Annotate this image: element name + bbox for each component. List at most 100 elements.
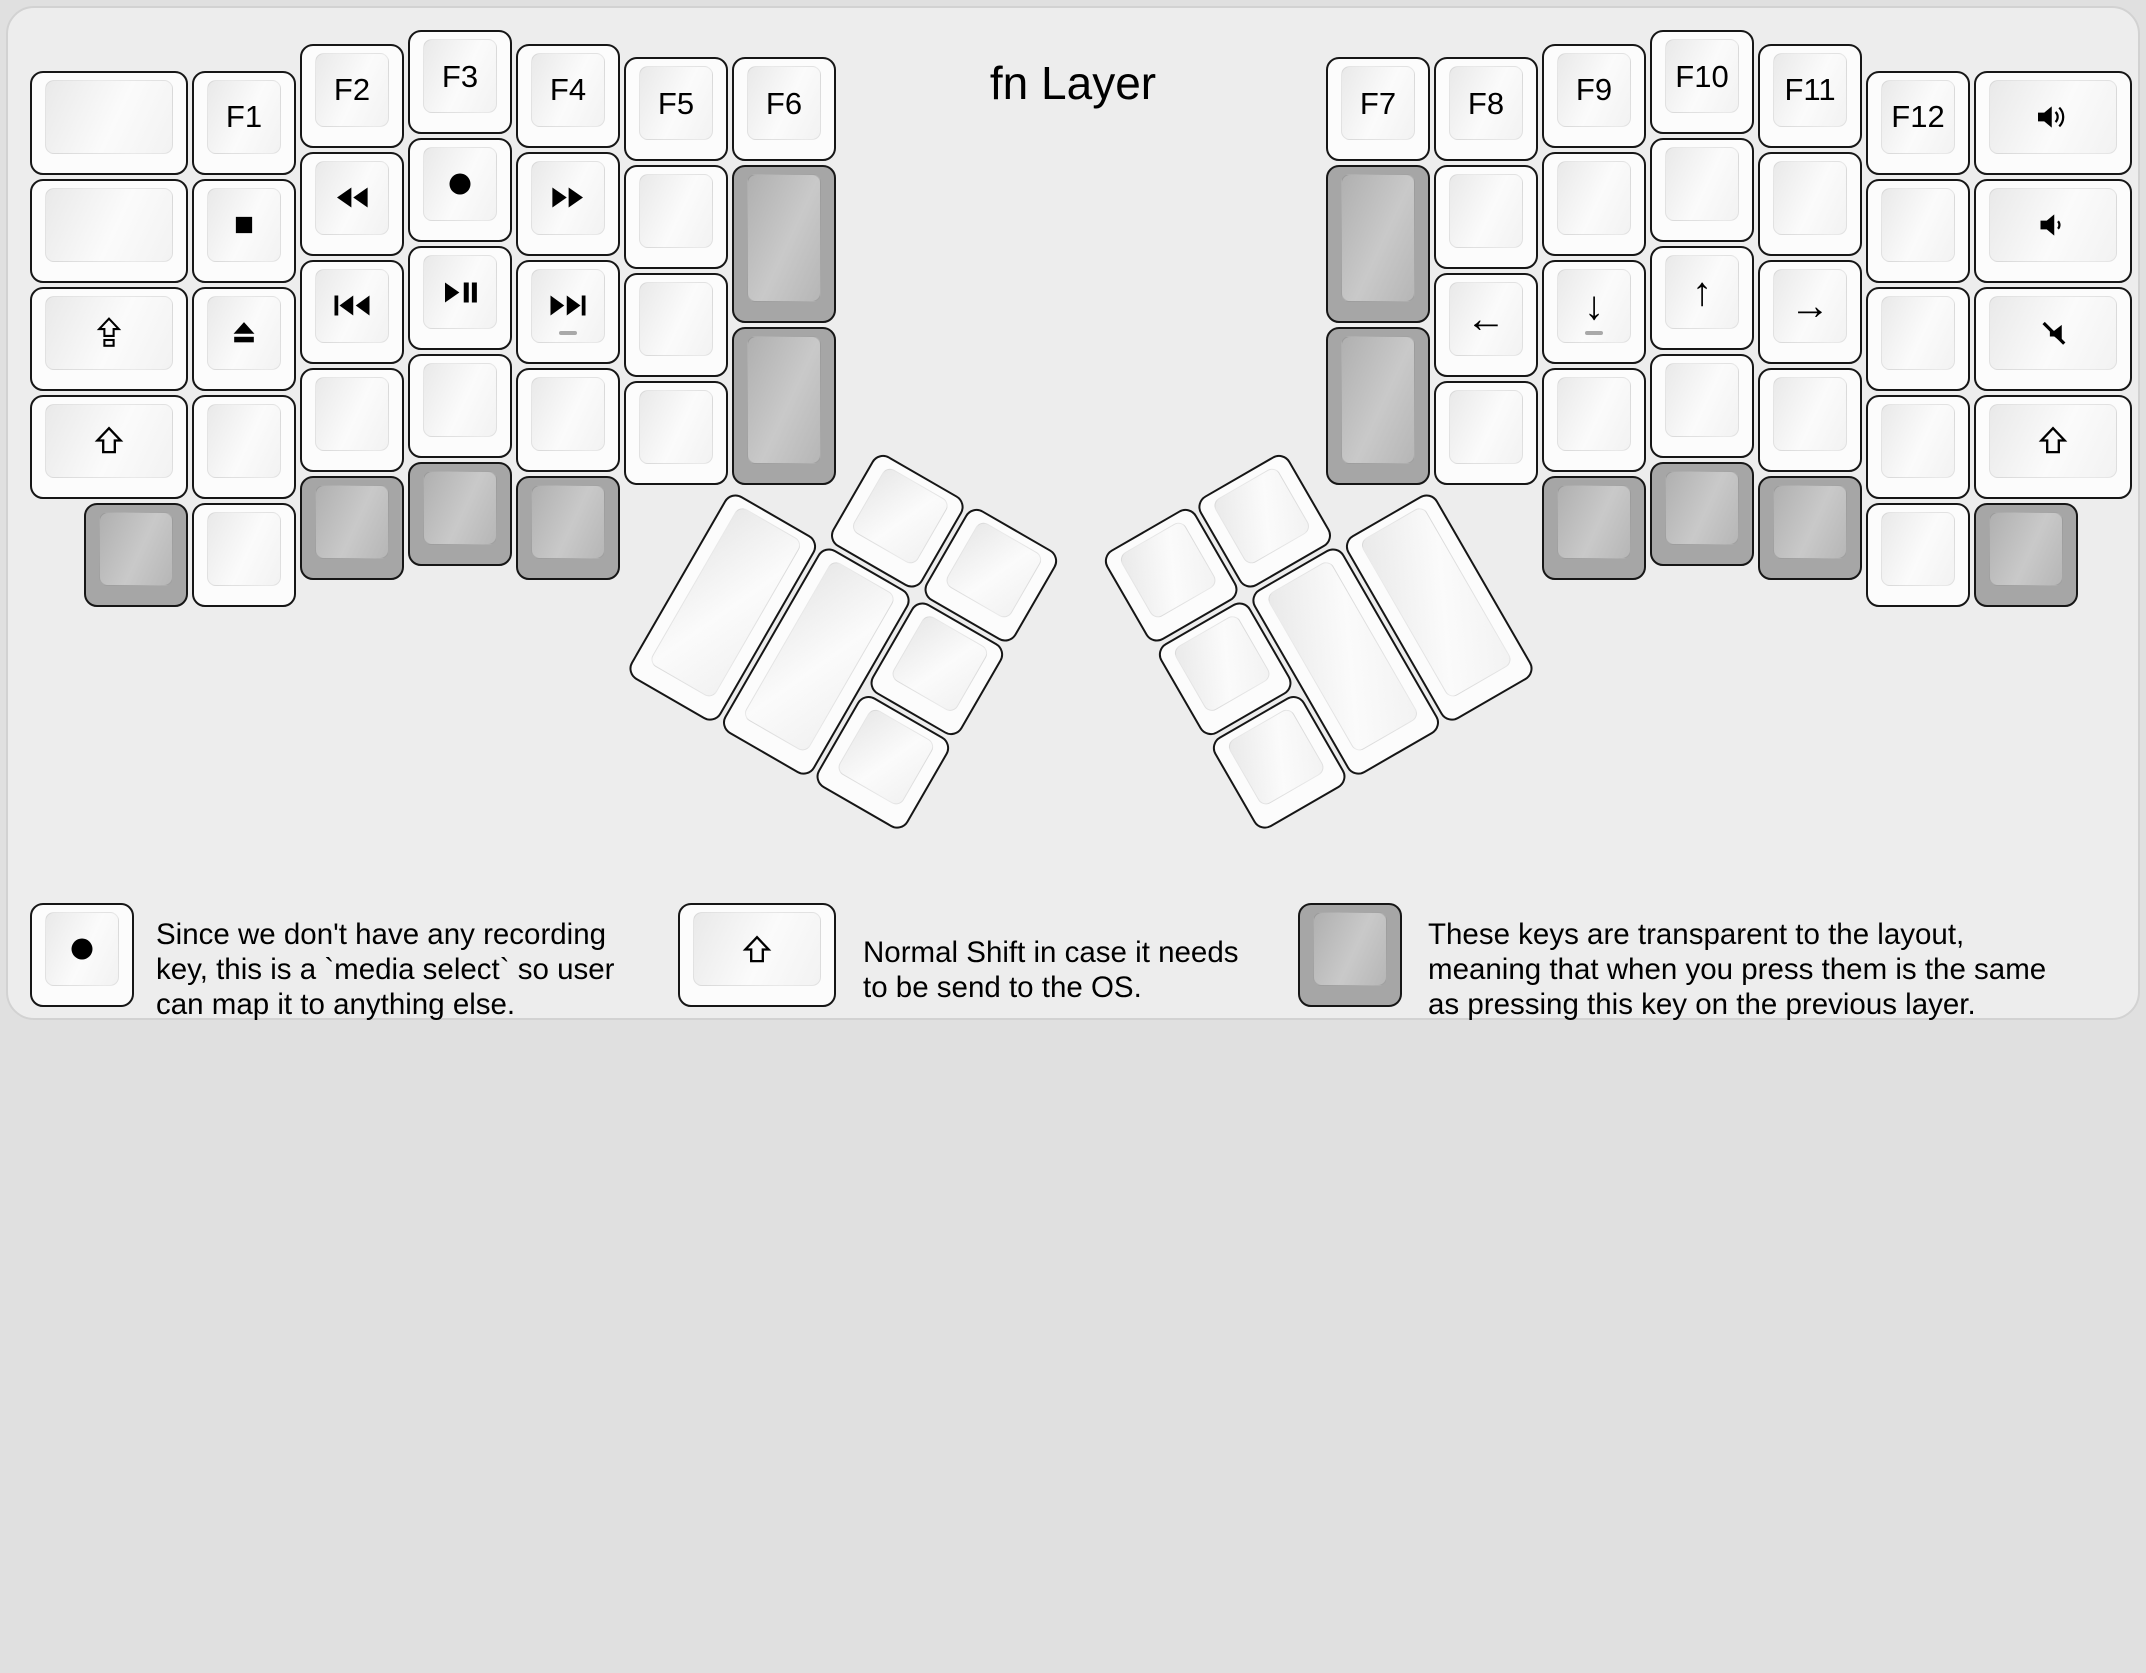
f10-key[interactable]: F10 (1648, 28, 1756, 136)
f7-key[interactable]: F7 (1324, 55, 1432, 163)
blank-key[interactable] (298, 366, 406, 474)
record-icon (449, 173, 471, 195)
transparent-key[interactable] (1324, 163, 1432, 325)
volume-up-key[interactable] (1972, 69, 2134, 177)
blank-key[interactable] (622, 379, 730, 487)
f9-key[interactable]: F9 (1540, 42, 1648, 150)
key-label: F9 (1575, 72, 1613, 107)
shift-key-sample (676, 901, 838, 1009)
key-label: F2 (333, 72, 371, 107)
shift-key[interactable] (28, 393, 190, 501)
play-pause-key[interactable] (406, 244, 514, 352)
transparent-key[interactable] (298, 474, 406, 582)
eject-key[interactable] (190, 285, 298, 393)
transparent-key[interactable] (1540, 474, 1648, 582)
mute-icon (2042, 321, 2066, 345)
blank-key[interactable] (622, 271, 730, 379)
key-label: → (1790, 283, 1830, 328)
blank-key[interactable] (190, 501, 298, 609)
next-track-key[interactable] (514, 258, 622, 366)
layer-title: fn Layer (989, 57, 1157, 109)
next-track-icon (550, 295, 586, 316)
blank-key[interactable] (1540, 366, 1648, 474)
previous-track-key[interactable] (298, 258, 406, 366)
blank-key[interactable] (406, 352, 514, 460)
blank-key[interactable] (1864, 501, 1972, 609)
f11-key[interactable]: F11 (1756, 42, 1864, 150)
key-label: F10 (1675, 58, 1729, 94)
homing-bar (1585, 330, 1603, 335)
blank-key[interactable] (1864, 285, 1972, 393)
right-arrow-key[interactable]: → (1756, 258, 1864, 366)
key-label: ↓ (1584, 283, 1604, 328)
transparent-key[interactable] (1756, 474, 1864, 582)
transparent-key[interactable] (514, 474, 622, 582)
shift-icon (742, 935, 772, 962)
eject-icon (233, 322, 255, 343)
left-arrow-key[interactable]: ← (1432, 271, 1540, 379)
volume-up-icon (2038, 105, 2065, 128)
blank-key[interactable] (1756, 150, 1864, 258)
caps-lock-icon (96, 317, 122, 347)
shift-icon (94, 426, 124, 454)
blank-key[interactable] (1432, 379, 1540, 487)
key-label: ← (1466, 297, 1506, 341)
volume-down-icon (2040, 213, 2061, 236)
transparent-key[interactable] (1972, 501, 2080, 609)
f6-key[interactable]: F6 (730, 55, 838, 163)
key-label: F6 (765, 85, 803, 121)
f2-key[interactable]: F2 (298, 42, 406, 150)
shift-key[interactable] (1972, 393, 2134, 501)
key-label: F1 (225, 99, 263, 134)
mute-key[interactable] (1972, 285, 2134, 393)
legend-text: These keys are transparent to the layout… (1428, 918, 2047, 1021)
stop-key[interactable] (190, 177, 298, 285)
transparent-key[interactable] (82, 501, 190, 609)
blank-key[interactable] (1756, 366, 1864, 474)
transparent-key[interactable] (406, 460, 514, 568)
transparent-key[interactable] (730, 163, 838, 325)
f3-key[interactable]: F3 (406, 28, 514, 136)
play-pause-icon (445, 282, 477, 302)
blank-key[interactable] (1540, 150, 1648, 258)
record-key-sample (28, 901, 136, 1009)
rewind-key[interactable] (298, 150, 406, 258)
volume-down-key[interactable] (1972, 177, 2134, 285)
prev-track-icon (334, 295, 370, 316)
homing-bar (559, 330, 577, 335)
key-label: F12 (1891, 99, 1945, 134)
transparent-key[interactable] (730, 325, 838, 487)
blank-key[interactable] (1648, 352, 1756, 460)
up-arrow-key[interactable]: ↑ (1648, 244, 1756, 352)
down-arrow-key[interactable]: ↓ (1540, 258, 1648, 366)
f8-key[interactable]: F8 (1432, 55, 1540, 163)
blank-key[interactable] (514, 366, 622, 474)
record-icon (71, 938, 93, 960)
record-key[interactable] (406, 136, 514, 244)
blank-key[interactable] (190, 393, 298, 501)
blank-key[interactable] (1648, 136, 1756, 244)
blank-key[interactable] (622, 163, 730, 271)
fast-forward-icon (552, 187, 583, 208)
key-label: F3 (441, 58, 479, 94)
stop-icon (235, 216, 253, 233)
blank-key[interactable] (28, 69, 190, 177)
caps-lock-key[interactable] (28, 285, 190, 393)
blank-key[interactable] (28, 177, 190, 285)
blank-key[interactable] (1432, 163, 1540, 271)
f12-key[interactable]: F12 (1864, 69, 1972, 177)
f5-key[interactable]: F5 (622, 55, 730, 163)
key-label: F11 (1784, 72, 1836, 107)
transparent-key[interactable] (1324, 325, 1432, 487)
f1-key[interactable]: F1 (190, 69, 298, 177)
blank-key[interactable] (1864, 393, 1972, 501)
fast-forward-key[interactable] (514, 150, 622, 258)
rewind-icon (337, 187, 368, 208)
transparent-key[interactable] (1648, 460, 1756, 568)
blank-key[interactable] (1864, 177, 1972, 285)
f4-key[interactable]: F4 (514, 42, 622, 150)
